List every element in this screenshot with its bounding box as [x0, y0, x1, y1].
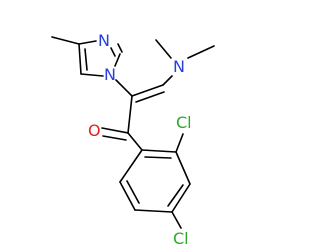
- bond-ar3-ar4-inner: [167, 184, 184, 207]
- bond-c5-n1: [80, 73, 104, 77]
- imidazole-n1-label: N: [104, 65, 116, 84]
- chlorine-ortho-label: Cl: [176, 113, 192, 132]
- bond-c4-c5: [78, 43, 82, 75]
- bond-calpha-ccarbonyl: [127, 95, 133, 134]
- bond-ar6-ar1: [119, 149, 143, 183]
- bond-c2-n1: [114, 53, 121, 67]
- bond-n3-c4: [78, 40, 97, 45]
- bond-ar4-cl: [171, 211, 182, 229]
- carbonyl-o-label: O: [88, 121, 101, 140]
- bond-c-o-double: [102, 135, 127, 141]
- bond-ccarbonyl-aryl: [127, 132, 143, 151]
- bond-ar5-ar6-inner: [126, 180, 140, 204]
- bond-n-me1: [155, 39, 172, 59]
- bond-cbeta-n: [162, 75, 173, 86]
- bond-calpha-cbeta-double: [135, 91, 165, 103]
- bond-ar2-ar3: [175, 151, 191, 185]
- bond-ar4-ar5: [134, 209, 173, 213]
- bond-c4-c5-double: [84, 48, 88, 71]
- bond-ar1-ar2: [141, 149, 177, 153]
- bond-ar2-cl: [175, 133, 184, 153]
- bond-n-me2: [187, 45, 215, 59]
- chlorine-para-label: Cl: [173, 229, 189, 248]
- bond-calpha-cbeta: [131, 84, 164, 97]
- molecule-structure: N N N O Cl Cl: [51, 31, 215, 248]
- bond-ar5-ar6: [119, 181, 136, 211]
- bond-c2-n3-double: [110, 47, 116, 57]
- dimethylamino-n-label: N: [173, 57, 185, 76]
- bond-n1-calpha: [115, 79, 133, 97]
- structure-canvas: N N N O Cl Cl: [51, 31, 215, 248]
- bond-methyl: [51, 36, 80, 45]
- bond-ar1-ar2-inner: [144, 156, 172, 159]
- bond-ar3-ar4: [171, 183, 191, 213]
- bond-c2-n3: [117, 43, 123, 53]
- bond-c-o: [101, 127, 129, 134]
- imidazole-n3-label: N: [98, 31, 110, 50]
